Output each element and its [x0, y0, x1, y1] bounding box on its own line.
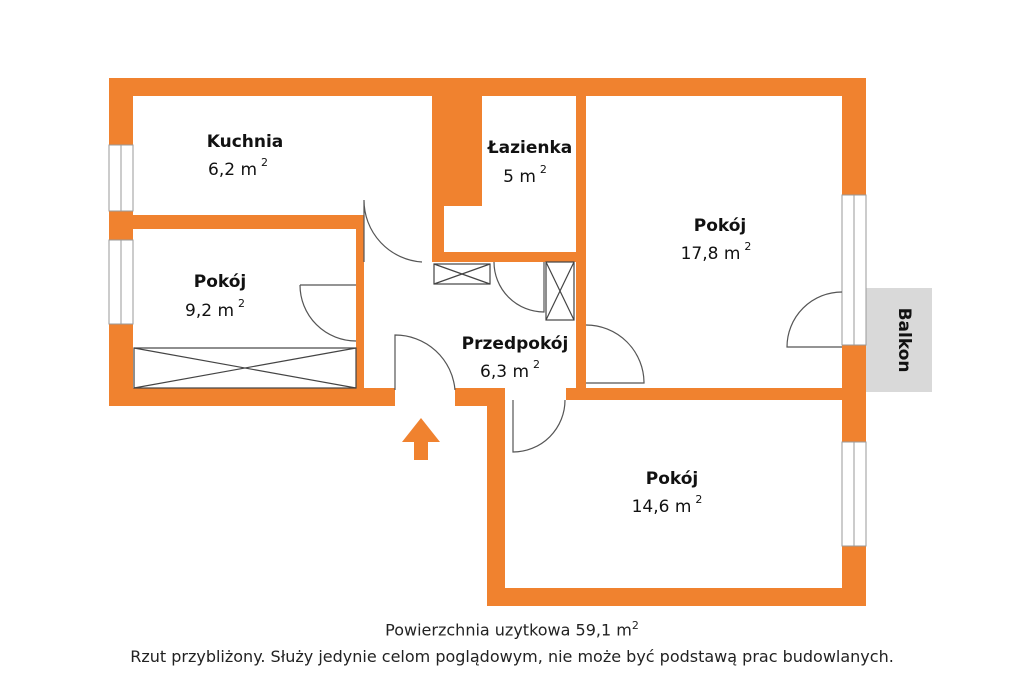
footer-area: Powierzchnia uzytkowa 59,1 m2 [385, 619, 639, 640]
room-area: 6,3 m [480, 362, 529, 382]
room-area: 6,2 m [208, 160, 257, 180]
entrance-arrow-icon [402, 418, 440, 460]
balcony-label: Balkon [894, 308, 914, 373]
room-area: 9,2 m [185, 301, 234, 321]
svg-text:6,2 m2: 6,2 m2 [208, 156, 268, 180]
room-name: Przedpokój [462, 334, 569, 354]
balcony-area [866, 288, 932, 392]
svg-text:9,2 m2: 9,2 m2 [185, 297, 245, 321]
room-name: Łazienka [487, 138, 573, 158]
room-name: Pokój [646, 469, 699, 489]
svg-text:14,6 m2: 14,6 m2 [632, 493, 703, 517]
footer-note: Rzut przybliżony. Służy jedynie celom po… [130, 647, 894, 666]
room-name: Kuchnia [207, 132, 284, 152]
svg-text:5 m2: 5 m2 [503, 163, 547, 187]
svg-text:17,8 m2: 17,8 m2 [681, 240, 752, 264]
svg-text:6,3 m2: 6,3 m2 [480, 358, 540, 382]
room-name: Pokój [194, 272, 247, 292]
room-area: 17,8 m [681, 244, 741, 264]
room-name: Pokój [694, 216, 747, 236]
room-area: 14,6 m [632, 497, 692, 517]
wardrobes [133, 261, 575, 389]
doors [299, 199, 843, 453]
windows [108, 144, 867, 547]
room-area: 5 m [503, 167, 536, 187]
